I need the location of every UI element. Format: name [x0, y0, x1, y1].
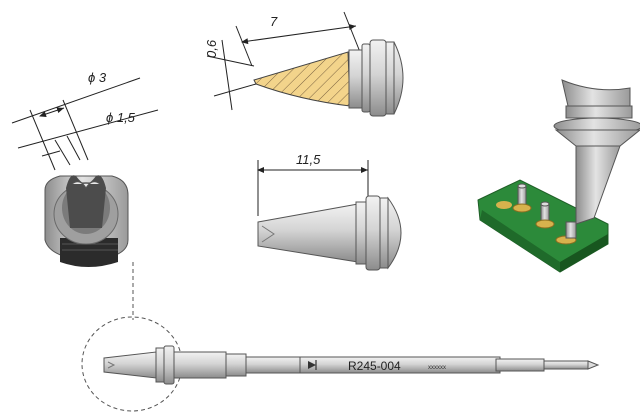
direction-arrow-icon [308, 361, 316, 369]
diameter-1-5-label: ϕ 1,5 [106, 110, 136, 125]
thickness-0-6-label: 0,6 [204, 39, 219, 58]
serial-number-label: xxxxxx [428, 365, 446, 371]
tip-end-view: ϕ 3 ϕ 1,5 [11, 70, 159, 267]
tip-section-view: 7 0,6 [204, 11, 404, 117]
part-number-label: R245-004 [348, 359, 401, 373]
tip-on-pcb-illustration [477, 79, 640, 273]
full-tip-view: R245-004 xxxxxx [81, 316, 600, 412]
length-7-label: 7 [270, 14, 278, 29]
diameter-3-label: ϕ 3 [88, 70, 107, 85]
length-11-5-label: 11,5 [296, 152, 321, 167]
tip-side-view: 11,5 [257, 152, 402, 271]
